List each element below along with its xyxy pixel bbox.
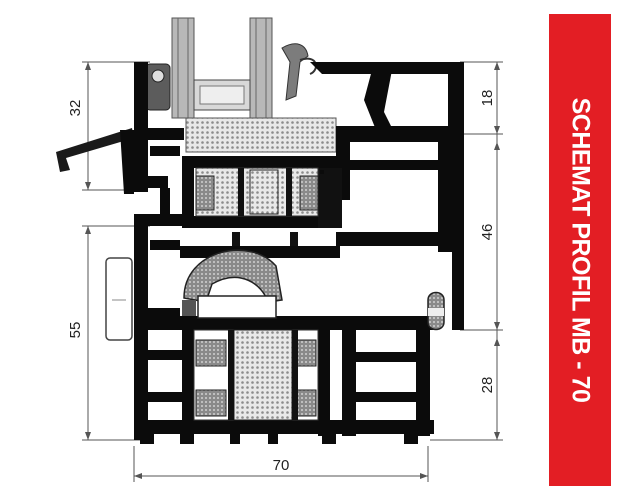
- dimension-label-46: 46: [479, 224, 496, 241]
- aluminium-profile: [134, 62, 464, 444]
- dimension-label-32: 32: [67, 100, 84, 117]
- dimension-lines: [82, 61, 503, 482]
- title-banner-text: SCHEMAT PROFIL MB - 70: [566, 97, 595, 403]
- external-drip-profile: [56, 128, 134, 194]
- top-glazing-seals: [145, 43, 317, 111]
- glazing-unit: [171, 17, 337, 153]
- dimension-label-28: 28: [479, 377, 496, 394]
- thermal-break-upper: [195, 167, 319, 246]
- dimension-label-18: 18: [479, 90, 496, 107]
- dimension-label-55: 55: [67, 322, 84, 339]
- side-bracket: [105, 257, 133, 341]
- thermal-break-lower: [193, 329, 319, 421]
- title-banner: SCHEMAT PROFIL MB - 70: [549, 14, 611, 486]
- dimension-ticks: [85, 62, 500, 479]
- dimension-label-70: 70: [273, 457, 290, 474]
- middle-gasket: [182, 249, 445, 331]
